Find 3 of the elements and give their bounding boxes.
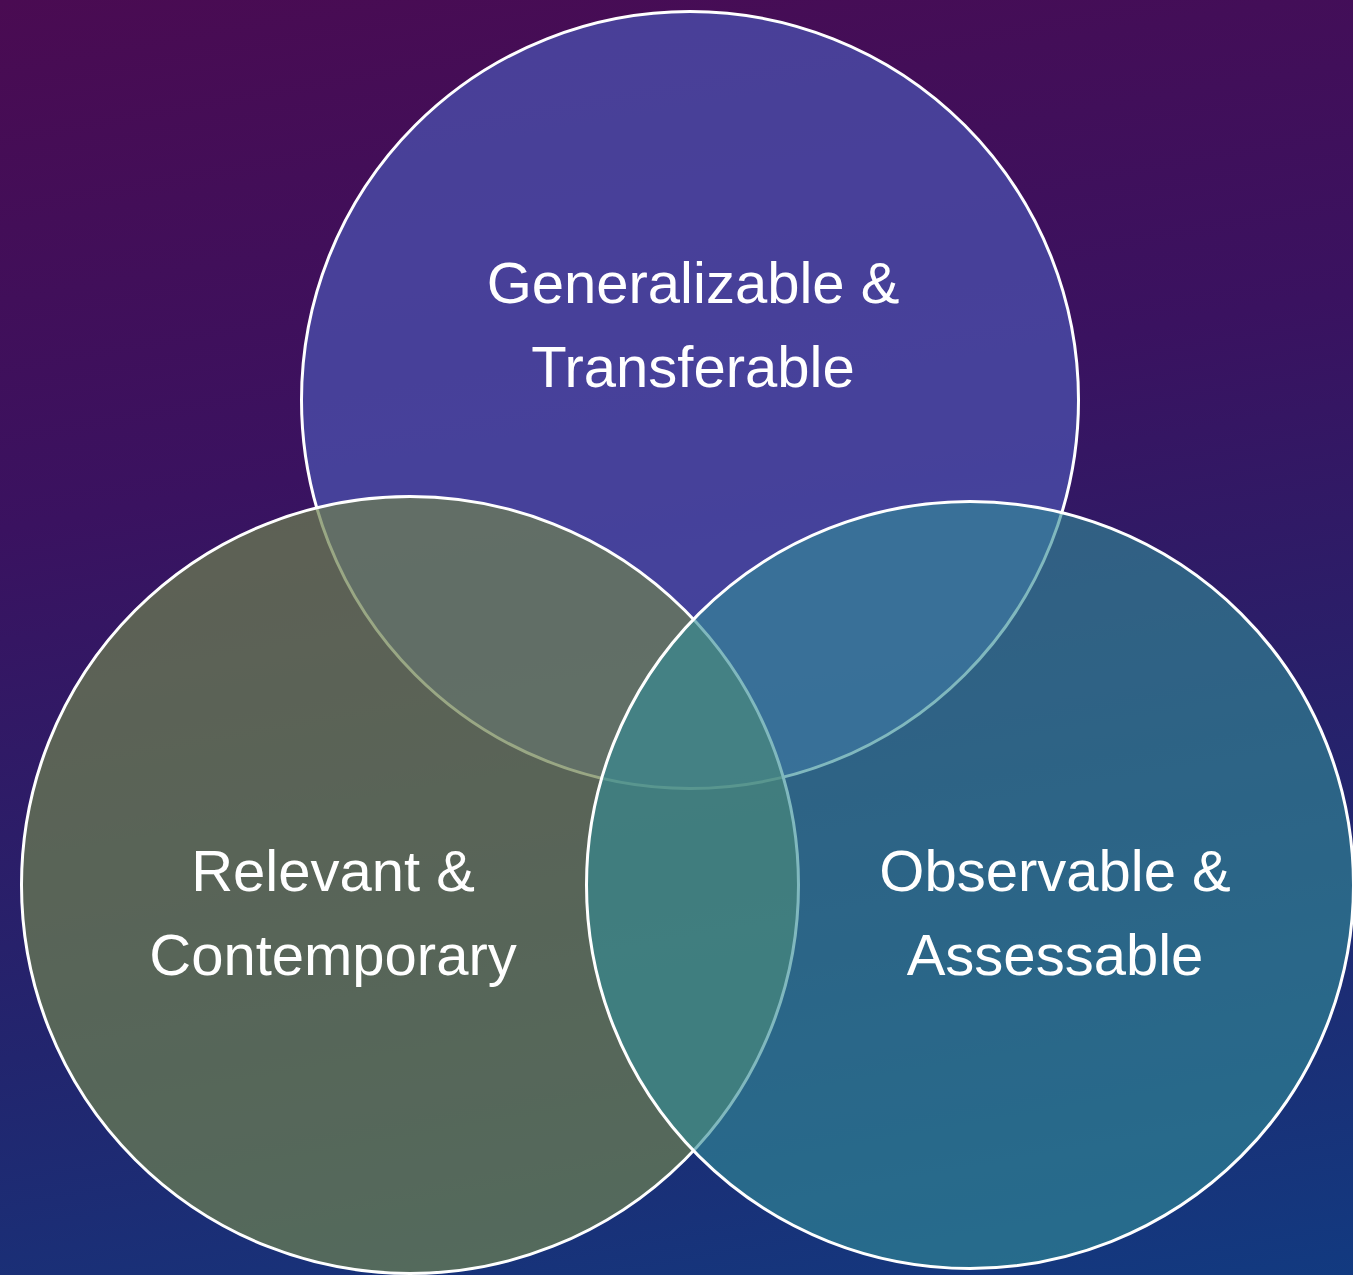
circle-label: Relevant & Contemporary <box>148 837 518 989</box>
circle-label: Generalizable & Transferable <box>485 249 901 401</box>
circle-label: Observable & Assessable <box>878 837 1232 989</box>
